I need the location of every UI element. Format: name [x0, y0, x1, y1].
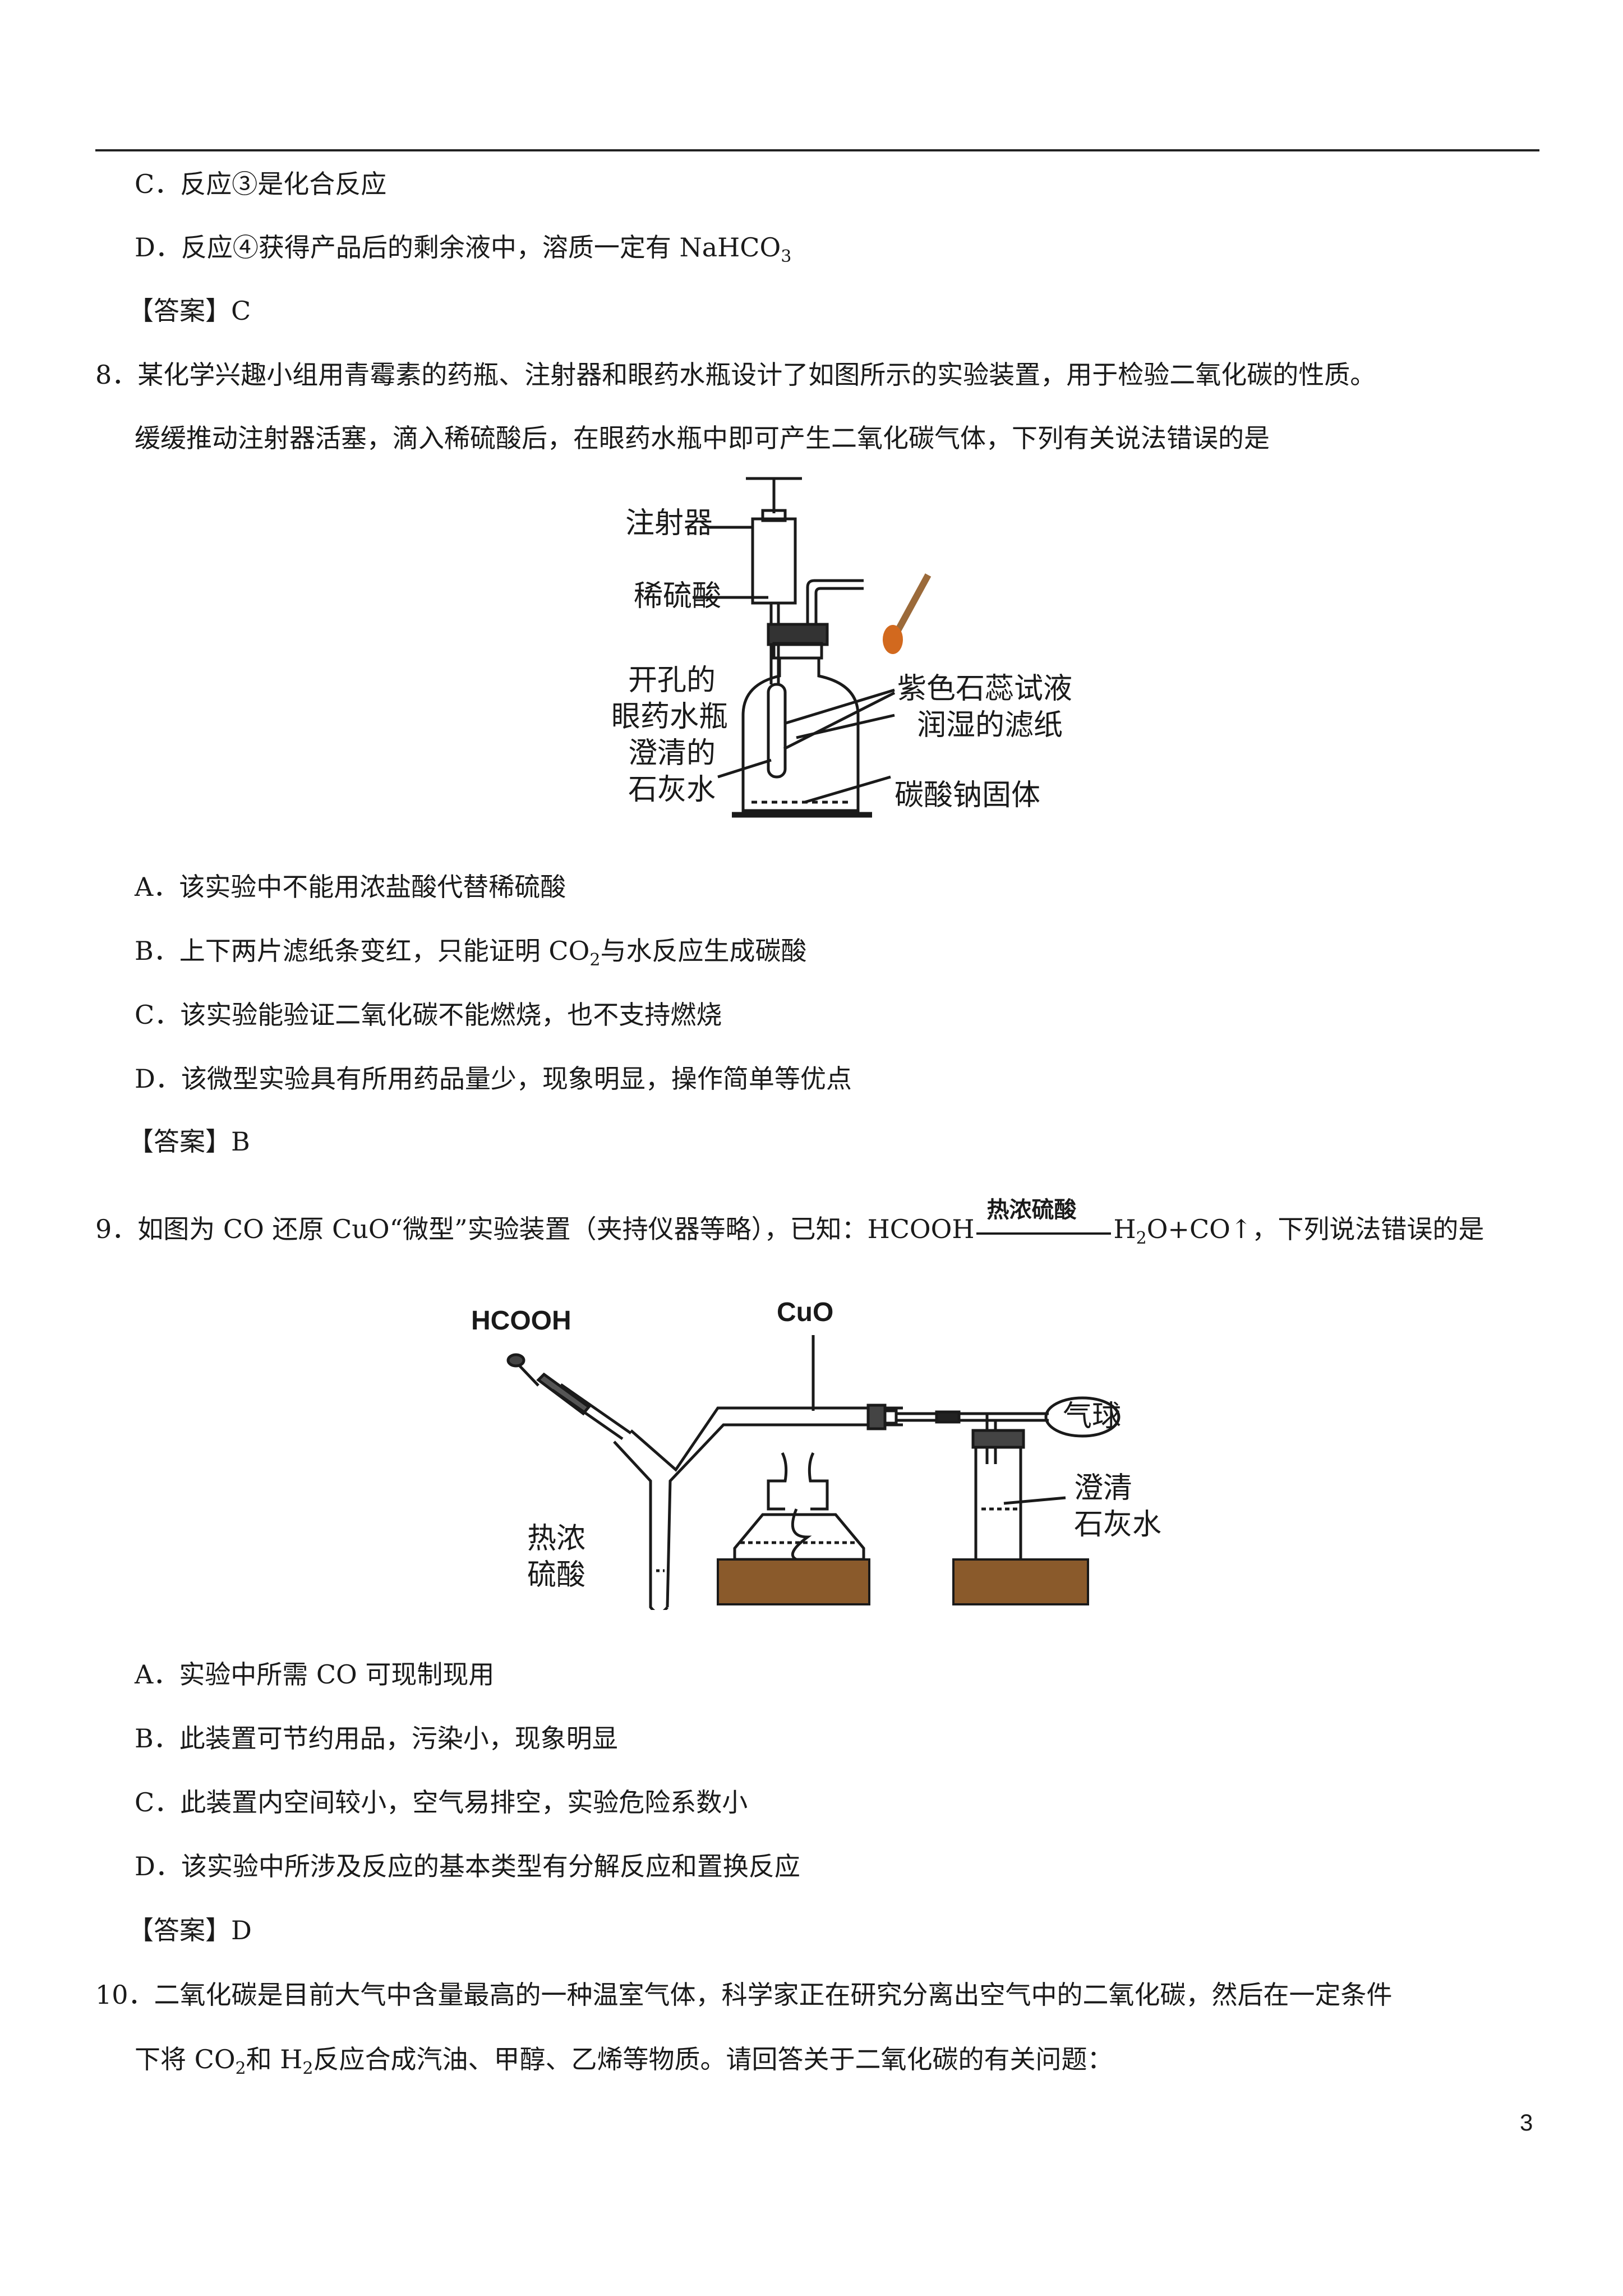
page-number: 3: [1520, 2109, 1533, 2136]
q8-stem-line1: 8．某化学兴趣小组用青霉素的药瓶、注射器和眼药水瓶设计了如图所示的实验装置，用于…: [95, 360, 1376, 390]
q7-option-d: D．反应④获得产品后的剩余液中，溶质一定有 NaHCO3: [135, 232, 792, 267]
svg-text:石灰水: 石灰水: [1074, 1508, 1161, 1542]
svg-text:开孔的: 开孔的: [628, 664, 716, 697]
svg-text:澄清: 澄清: [1074, 1471, 1132, 1505]
svg-text:气球: 气球: [1063, 1400, 1121, 1433]
co-reduction-apparatus-figure: HCOOH CuO 气球 热浓 硫酸 澄清 石灰水: [471, 1297, 1161, 1610]
q8-option-d: D．该微型实验具有所用药品量少，现象明显，操作简单等优点: [135, 1064, 852, 1094]
q7-answer: 【答案】C: [128, 296, 251, 326]
q9-option-b: B．此装置可节约用品，污染小，现象明显: [135, 1723, 618, 1754]
svg-text:热浓: 热浓: [527, 1522, 585, 1556]
svg-text:稀硫酸: 稀硫酸: [634, 579, 721, 613]
co2-apparatus-figure: 注射器 稀硫酸 开孔的 眼药水瓶 澄清的 石灰水 紫色石蕊试液 润湿的滤纸 碳酸…: [611, 477, 1071, 818]
q9-option-a: A．实验中所需 CO 可现制现用: [135, 1659, 495, 1690]
svg-text:紫色石蕊试液: 紫色石蕊试液: [897, 672, 1071, 706]
q8-option-c: C．该实验能验证二氧化碳不能燃烧，也不支持燃烧: [135, 1000, 722, 1030]
q8-answer: 【答案】B: [128, 1126, 250, 1157]
svg-text:注射器: 注射器: [625, 507, 713, 540]
header-rule: [95, 149, 1539, 151]
q10-stem-line1: 10．二氧化碳是目前大气中含量最高的一种温室气体，科学家正在研究分离出空气中的二…: [95, 1980, 1393, 2010]
q9-option-d: D．该实验中所涉及反应的基本类型有分解反应和置换反应: [135, 1851, 800, 1881]
q7-option-c: C．反应③是化合反应: [135, 169, 387, 199]
q9-stem: 9．如图为 CO 还原 CuO“微型”实验装置（夹持仪器等略），已知：HCOOH…: [95, 1197, 1484, 1255]
reaction-arrow-line: [976, 1232, 1112, 1235]
q10-stem-line2: 下将 CO2和 H2反应合成汽油、甲醇、乙烯等物质。请回答关于二氧化碳的有关问题…: [135, 2044, 1113, 2079]
svg-text:石灰水: 石灰水: [628, 773, 716, 807]
svg-text:润湿的滤纸: 润湿的滤纸: [917, 708, 1063, 742]
svg-text:HCOOH: HCOOH: [471, 1306, 571, 1336]
q8-stem-line2: 缓缓推动注射器活塞，滴入稀硫酸后，在眼药水瓶中即可产生二氧化碳气体，下列有关说法…: [135, 423, 1270, 453]
reaction-condition: 热浓硫酸: [986, 1197, 1077, 1223]
svg-text:CuO: CuO: [777, 1297, 833, 1327]
q8-option-b: B．上下两片滤纸条变红，只能证明 CO2与水反应生成碳酸: [135, 936, 807, 970]
q9-option-c: C．此装置内空间较小，空气易排空，实验危险系数小: [135, 1787, 748, 1818]
svg-text:硫酸: 硫酸: [527, 1558, 585, 1592]
svg-text:眼药水瓶: 眼药水瓶: [611, 700, 728, 734]
q8-option-a: A．该实验中不能用浓盐酸代替稀硫酸: [135, 872, 566, 902]
q9-answer: 【答案】D: [128, 1915, 252, 1945]
svg-text:澄清的: 澄清的: [628, 737, 716, 770]
svg-text:碳酸钠固体: 碳酸钠固体: [895, 779, 1040, 812]
